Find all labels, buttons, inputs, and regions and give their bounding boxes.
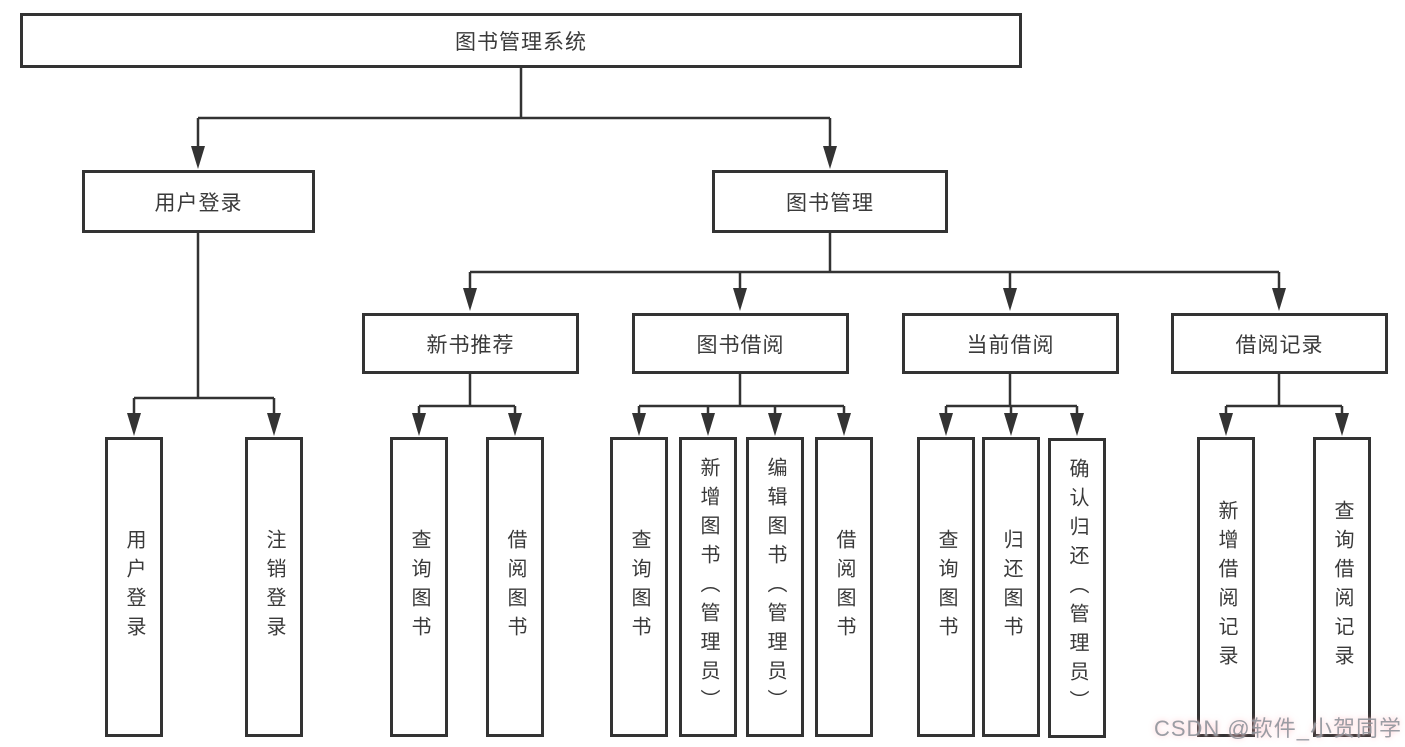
leaf-edit-book-admin-label: 编辑图书（管理员） [764,456,786,718]
node-book-borrow-label: 图书借阅 [696,333,785,357]
node-book-management: 图书管理 [712,170,948,233]
node-new-book-recommend-label: 新书推荐 [426,333,515,357]
arrow-icon [508,413,522,436]
node-root-system: 图书管理系统 [20,13,1022,68]
leaf-add-book-admin-label: 新增图书（管理员） [697,456,719,718]
leaf-add-borrow-record-label: 新增借阅记录 [1215,500,1237,674]
node-borrow-records-label: 借阅记录 [1235,333,1324,357]
arrow-icon [632,413,646,436]
leaf-borrow-books-recommend-label: 借阅图书 [504,529,526,645]
arrow-icon [191,146,205,169]
leaf-query-borrow-record: 查询借阅记录 [1313,437,1371,737]
arrow-icon [267,413,281,436]
arrow-icon [1219,413,1233,436]
arrow-icon [1003,288,1017,311]
arrow-icon [127,413,141,436]
csdn-watermark: CSDN @软件_小贺同学 [1153,716,1402,741]
connector-root-to-level2 [196,68,832,150]
node-root-label: 图书管理系统 [455,30,587,54]
leaf-add-borrow-record: 新增借阅记录 [1197,437,1255,737]
node-book-borrow: 图书借阅 [632,313,849,374]
node-user-login-label: 用户登录 [154,191,243,215]
leaf-borrow-books-recommend: 借阅图书 [486,437,544,737]
leaf-query-books-current-label: 查询图书 [935,529,957,645]
connector-newbook-to-leaves [417,374,517,418]
node-user-login: 用户登录 [82,170,315,233]
node-book-management-label: 图书管理 [786,191,874,215]
arrow-icon [1070,413,1084,436]
leaf-confirm-return-admin: 确认归还（管理员） [1048,438,1106,738]
leaf-logout: 注销登录 [245,437,303,737]
leaf-borrow-books-borrow: 借阅图书 [815,437,873,737]
leaf-user-login: 用户登录 [105,437,163,737]
node-current-borrow-label: 当前借阅 [966,333,1055,357]
leaf-query-borrow-record-label: 查询借阅记录 [1331,500,1353,674]
arrowheads [127,146,1349,436]
arrow-icon [939,413,953,436]
arrow-icon [412,413,426,436]
arrow-icon [463,288,477,311]
arrow-icon [733,288,747,311]
leaf-query-books-recommend: 查询图书 [390,437,448,737]
arrow-icon [1335,413,1349,436]
leaf-return-book: 归还图书 [982,437,1040,737]
node-current-borrow: 当前借阅 [902,313,1119,374]
leaf-borrow-books-borrow-label: 借阅图书 [833,529,855,645]
connector-userlogin-to-leaves [132,233,276,418]
leaf-query-books-recommend-label: 查询图书 [408,529,430,645]
node-borrow-records: 借阅记录 [1171,313,1388,374]
node-new-book-recommend: 新书推荐 [362,313,579,374]
connector-bookborrow-to-leaves [637,374,846,418]
leaf-confirm-return-admin-label: 确认归还（管理员） [1066,457,1088,719]
arrow-icon [701,413,715,436]
leaf-query-books-borrow: 查询图书 [610,437,668,737]
leaf-query-books-current: 查询图书 [917,437,975,737]
leaf-add-book-admin: 新增图书（管理员） [679,437,737,737]
leaf-user-login-label: 用户登录 [123,529,145,645]
arrow-icon [1004,413,1018,436]
connector-currentborrow-to-leaves [944,374,1079,418]
arrow-icon [1272,288,1286,311]
leaf-return-book-label: 归还图书 [1000,529,1022,645]
leaf-query-books-borrow-label: 查询图书 [628,529,650,645]
leaf-edit-book-admin: 编辑图书（管理员） [746,437,804,737]
connector-bookmgmt-to-level3 [468,233,1281,292]
arrow-icon [823,146,837,169]
leaf-logout-label: 注销登录 [263,529,285,645]
arrow-icon [837,413,851,436]
arrow-icon [768,413,782,436]
connector-records-to-leaves [1224,374,1344,418]
